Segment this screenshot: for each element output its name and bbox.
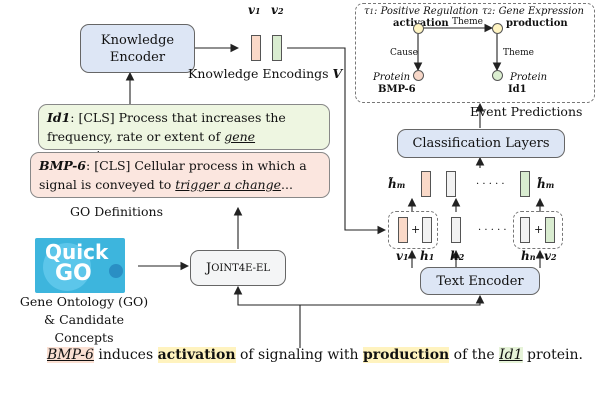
concat-hn (520, 217, 530, 243)
arrow-sentence-to-joint (233, 285, 300, 306)
knowledge-encodings-label: Knowledge Encodings V (188, 66, 343, 81)
protein1-type: Protein (373, 72, 411, 83)
h-tilde-m1-label: h̃m (388, 177, 406, 191)
classification-layers-box: Classification Layers (397, 129, 565, 158)
node-bmp6 (413, 70, 424, 81)
protein2-name: Id1 (508, 84, 527, 95)
input-sentence: BMP-6 induces activation of signaling wi… (47, 347, 583, 363)
arrow-sentence-to-text-encoder (300, 294, 485, 306)
h2-label: h2 (450, 249, 465, 263)
node-activation (413, 23, 424, 34)
definition-bmp6: BMP-6: [CLS] Cellular process in which a… (30, 152, 330, 198)
h-tilde-m2 (520, 171, 530, 197)
concat-h1 (422, 217, 432, 243)
sentence-production: production (362, 347, 450, 363)
trigger-production: production (506, 18, 568, 29)
v2-label: v2 (271, 3, 284, 17)
node-production (492, 23, 503, 34)
h-tilde-m2-label: h̃m (537, 177, 555, 191)
v2-label-bottom: v2 (544, 249, 557, 263)
go-definitions-label: GO Definitions (70, 204, 164, 219)
edge-label-theme-top: Theme (452, 17, 483, 27)
v1-label: v1 (248, 3, 261, 17)
concat-v1 (398, 217, 408, 243)
sentence-id1: Id1 (499, 347, 523, 363)
arrow-vectors-to-text-encoder (287, 47, 387, 235)
concat-group-2 (513, 211, 563, 249)
dots-mid: · · · · · (478, 225, 507, 236)
knowledge-vector-v1 (251, 35, 261, 61)
sentence-activation: activation (157, 347, 236, 363)
protein1-name: BMP-6 (378, 84, 416, 95)
event-predictions-label: Event Predictions (470, 104, 583, 119)
h-tilde-2 (446, 171, 456, 197)
knowledge-encoder-line1: Knowledge (100, 32, 175, 48)
vector-h2 (451, 217, 461, 243)
concat-v2 (545, 217, 555, 243)
tau2-label: τ2: Gene Expression (482, 6, 584, 17)
quickgo-logo: Quick GO (35, 238, 125, 293)
v1-label-bottom: v1 (396, 249, 409, 263)
hn-label: hn (521, 249, 536, 263)
dots-top: · · · · · (476, 179, 505, 190)
definition-id1: Id1: [CLS] Process that increases the fr… (38, 104, 330, 163)
edge-label-cause: Cause (390, 48, 418, 58)
tau1-label: τ1: Positive Regulation (364, 6, 479, 17)
node-id1 (492, 70, 503, 81)
knowledge-encoder-box: Knowledge Encoder (80, 24, 195, 73)
protein2-type: Protein (510, 72, 548, 83)
event-predictions-box (355, 3, 595, 103)
text-encoder-box: Text Encoder (420, 267, 540, 295)
knowledge-vector-v2 (272, 35, 282, 61)
knowledge-encoder-line2: Encoder (109, 49, 166, 65)
concat-group-1 (388, 211, 438, 249)
h1-label: h1 (420, 249, 435, 263)
h-tilde-m1 (421, 171, 431, 197)
gene-ontology-label: Gene Ontology (GO) & Candidate Concepts (19, 294, 149, 345)
edge-label-theme-right: Theme (503, 48, 534, 58)
sentence-bmp6: BMP-6 (47, 347, 94, 363)
